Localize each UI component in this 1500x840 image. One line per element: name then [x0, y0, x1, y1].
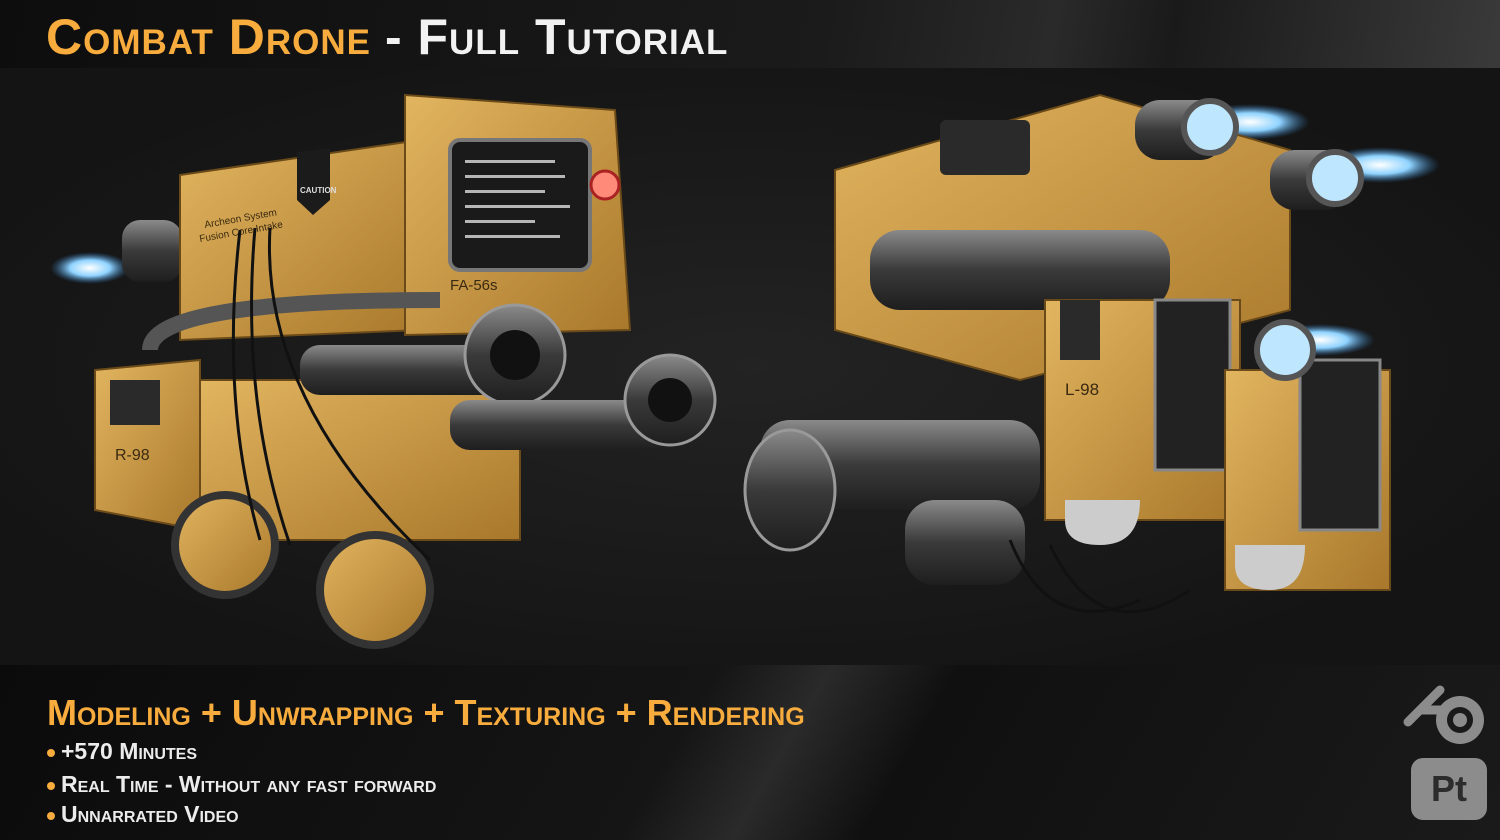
red-button: [589, 169, 621, 201]
page-title: Combat Drone- Full Tutorial: [46, 8, 728, 66]
render-stage: CAUTION Archeon System Fusion Core Intak…: [0, 68, 1500, 665]
bullet-item: Unnarrated Video: [47, 801, 239, 828]
left-drone: CAUTION Archeon System Fusion Core Intak…: [50, 93, 717, 649]
front-code-label: FA-56s: [450, 277, 498, 294]
drone-renders: CAUTION Archeon System Fusion Core Intak…: [50, 93, 1440, 649]
workflow-heading: Modeling + Unwrapping + Texturing + Rend…: [47, 692, 805, 733]
title-bar: Combat Drone- Full Tutorial: [0, 0, 1500, 68]
caution-label: CAUTION: [300, 186, 337, 195]
right-drone: L-98: [743, 93, 1440, 614]
bullet-text: Unnarrated Video: [61, 801, 239, 827]
side-label-right: L-98: [1065, 380, 1099, 399]
bullet-item: +570 Minutes: [47, 738, 197, 765]
title-part-1: Combat Drone: [46, 9, 371, 65]
gun-barrel-muzzle: [743, 428, 837, 552]
substance-painter-icon: Pt: [1411, 758, 1487, 820]
bullet-dot-icon: [47, 811, 55, 820]
bullet-text: +570 Minutes: [61, 738, 198, 764]
side-label-left: R-98: [115, 447, 150, 464]
bullet-text: Real Time - Without any fast forward: [61, 771, 437, 797]
bullet-dot-icon: [47, 781, 55, 790]
thruster-flame: [50, 252, 130, 284]
title-part-2: - Full Tutorial: [384, 9, 729, 65]
info-panel: [0, 665, 1500, 840]
blender-icon: [1403, 685, 1484, 744]
bullet-dot-icon: [47, 748, 55, 757]
bullet-item: Real Time - Without any fast forward: [47, 771, 436, 798]
